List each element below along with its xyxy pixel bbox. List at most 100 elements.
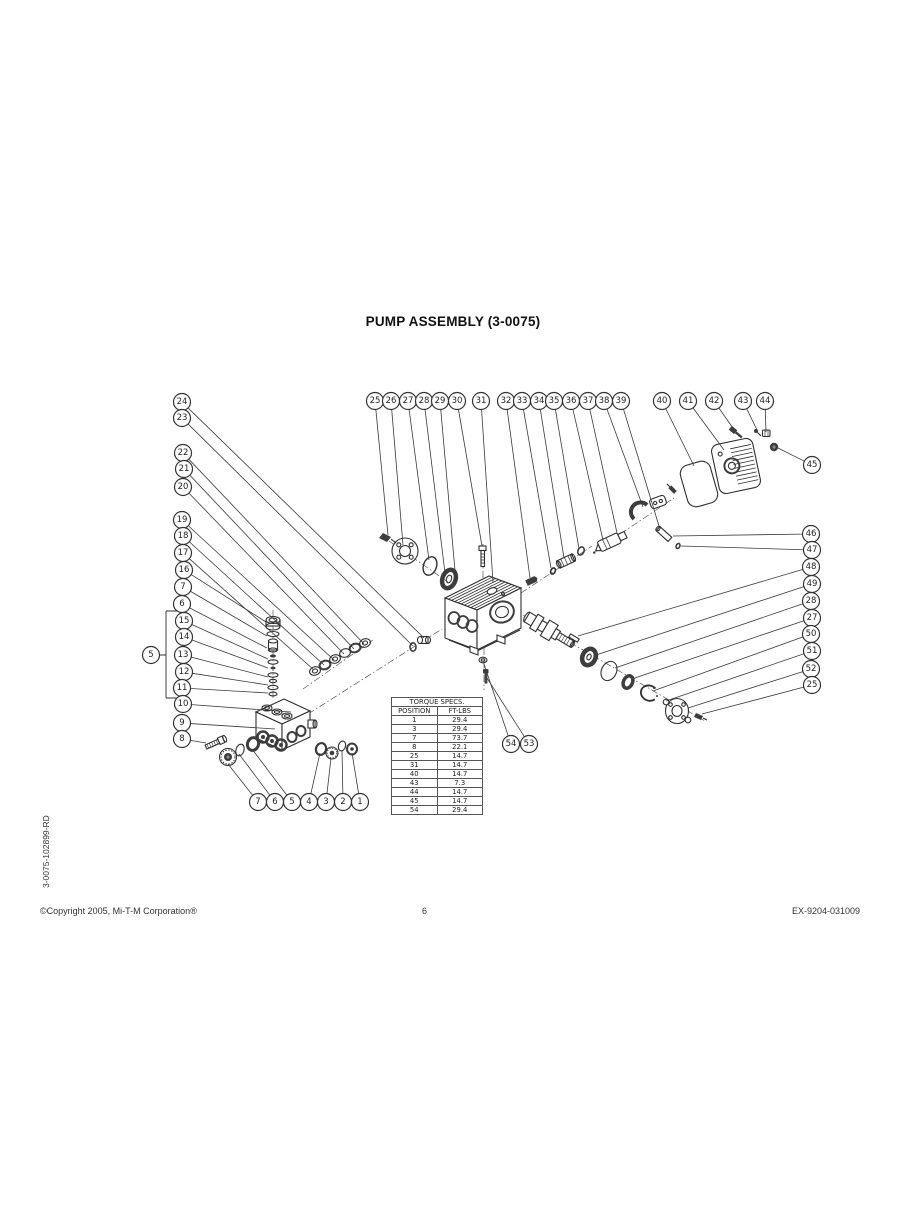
part-pin-washer <box>675 542 681 550</box>
leader-line-28 <box>424 409 446 574</box>
page-title: PUMP ASSEMBLY (3-0075) <box>365 314 541 329</box>
callout-5: 5 <box>141 645 161 665</box>
callout-1: 1 <box>350 752 370 812</box>
callout-19: 19 <box>172 510 335 661</box>
callout-number-17: 17 <box>178 548 189 558</box>
leader-line-31 <box>481 409 494 583</box>
callout-28: 28 <box>614 591 821 669</box>
callout-number-36: 36 <box>566 396 577 406</box>
callout-bubble-42 <box>704 391 724 411</box>
callout-number-28: 28 <box>419 396 430 406</box>
leader-line-43 <box>746 408 758 431</box>
callout-39: 39 <box>611 391 660 527</box>
callout-number-19: 19 <box>177 515 188 525</box>
torque-cell: 3 <box>391 724 438 734</box>
part-corner-screw <box>666 483 677 494</box>
leader-line-52 <box>687 671 804 709</box>
torque-cell: 29.4 <box>436 715 483 725</box>
leader-line-35 <box>555 409 580 550</box>
part-long-bolt <box>478 545 487 568</box>
leader-line-13 <box>191 656 269 678</box>
leader-line-54 <box>483 663 509 737</box>
callout-5: 5 <box>251 748 302 812</box>
leader-line-32 <box>506 409 531 579</box>
callout-bubble-30 <box>447 391 467 411</box>
callout-bubble-20 <box>173 477 193 497</box>
callout-bubble-39 <box>611 391 631 411</box>
leader-line-34 <box>539 409 565 559</box>
callout-number-11: 11 <box>177 683 188 693</box>
callout-number-24: 24 <box>177 397 188 407</box>
footer-page-number: 6 <box>422 906 428 916</box>
callout-40: 40 <box>652 391 695 467</box>
callout-29: 29 <box>430 391 457 583</box>
part-flange-screw <box>379 533 397 544</box>
callout-number-32: 32 <box>501 396 512 406</box>
torque-cell: 14.7 <box>436 796 483 806</box>
part-drain-bolt <box>204 734 228 750</box>
callout-number-20: 20 <box>178 482 189 492</box>
side-part-number: 3-0075-102899-RD <box>41 815 51 888</box>
callout-bubble-44 <box>755 391 775 411</box>
callout-number-22: 22 <box>178 448 189 458</box>
callout-number-1: 1 <box>357 797 362 807</box>
part-bearing-flange-rear <box>662 697 692 725</box>
callout-bubble-5 <box>141 645 161 665</box>
callout-42: 42 <box>704 391 736 432</box>
callout-number-18: 18 <box>178 531 189 541</box>
leader-line-11 <box>190 688 269 694</box>
callout-number-4: 4 <box>306 797 311 807</box>
callout-15: 15 <box>174 611 269 660</box>
part-oval-seal <box>422 556 438 576</box>
leader-line-47 <box>680 545 804 551</box>
part-plug <box>325 746 339 760</box>
leader-line-8 <box>190 740 207 744</box>
part-cover-gasket <box>679 460 719 508</box>
callout-bubble-45 <box>802 455 822 475</box>
callout-number-7: 7 <box>255 797 260 807</box>
part-oring-mid <box>576 546 586 556</box>
callout-number-23: 23 <box>177 413 188 423</box>
part-bushing <box>416 635 432 645</box>
callout-number-40: 40 <box>657 396 668 406</box>
leader-line-2 <box>341 749 344 794</box>
callout-14: 14 <box>174 627 269 669</box>
callout-number-27: 27 <box>403 396 414 406</box>
callout-number-13: 13 <box>178 650 189 660</box>
leader-line-7 <box>190 590 268 637</box>
leader-line-4 <box>310 752 321 794</box>
leader-line-21 <box>189 474 355 650</box>
leader-line-41 <box>692 407 725 451</box>
leader-line-15 <box>191 624 269 660</box>
part-oil-cap <box>218 747 238 767</box>
callout-number-5: 5 <box>289 797 294 807</box>
leader-line-9 <box>190 723 276 730</box>
leader-line-42 <box>718 407 736 432</box>
leader-line-23 <box>187 423 414 647</box>
torque-cell: 14.7 <box>436 760 483 770</box>
leader-line-20 <box>188 492 345 655</box>
callout-6: 6 <box>172 594 268 649</box>
callout-25: 25 <box>701 675 822 715</box>
torque-cell: 43 <box>391 778 438 788</box>
torque-cell: 45 <box>391 796 438 806</box>
leader-line-6 <box>238 753 271 796</box>
leader-line-50 <box>652 636 804 692</box>
callout-number-6: 6 <box>272 797 277 807</box>
callout-26: 26 <box>381 391 404 546</box>
part-bearing-cover-plate <box>711 437 761 495</box>
leader-line-49 <box>595 586 805 656</box>
callout-31: 31 <box>471 391 494 583</box>
callout-number-37: 37 <box>583 396 594 406</box>
part-washer-small <box>549 567 557 575</box>
torque-cell: 1 <box>391 715 438 725</box>
